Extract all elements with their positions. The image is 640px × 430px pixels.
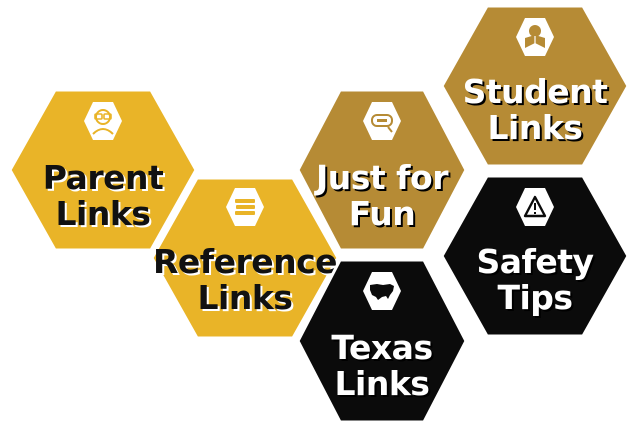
just-for-fun-tile[interactable]: Just for Fun (296, 88, 468, 252)
book-stack-icon (224, 186, 266, 228)
usa-map-icon (361, 270, 403, 312)
tile-line2: Links (55, 194, 151, 233)
hex-shape (440, 174, 630, 338)
parent-glasses-icon (82, 100, 124, 142)
hex-shape (8, 88, 198, 252)
tile-line1: Just for (316, 158, 448, 197)
texas-links-label: Texas Links (296, 330, 468, 402)
hex-shape (150, 176, 340, 340)
reference-links-label: Reference Links (150, 244, 340, 316)
tile-line1: Texas (331, 328, 433, 367)
safety-tips-label: Safety Tips (440, 244, 630, 316)
tile-line2: Fun (348, 194, 416, 233)
game-controller-icon (361, 100, 403, 142)
hex-shape (296, 258, 468, 424)
hex-shape (440, 4, 630, 168)
tile-line2: Links (197, 278, 293, 317)
tile-line1: Safety (476, 242, 594, 281)
tile-line2: Tips (497, 278, 573, 317)
tile-line2: Links (334, 364, 430, 403)
student-links-label: Student Links (440, 74, 630, 146)
student-reading-icon (514, 16, 556, 58)
tile-line1: Student (462, 72, 608, 111)
warning-triangle-icon (514, 186, 556, 228)
student-links-tile[interactable]: Student Links (440, 4, 630, 168)
just-for-fun-label: Just for Fun (296, 160, 468, 232)
parent-links-label: Parent Links (8, 160, 198, 232)
reference-links-tile[interactable]: Reference Links (150, 176, 340, 340)
texas-links-tile[interactable]: Texas Links (296, 258, 468, 424)
tile-line1: Parent (42, 158, 164, 197)
hex-shape (296, 88, 468, 252)
safety-tips-tile[interactable]: Safety Tips (440, 174, 630, 338)
tile-line1: Reference (152, 242, 338, 281)
tile-line2: Links (487, 108, 583, 147)
parent-links-tile[interactable]: Parent Links (8, 88, 198, 252)
